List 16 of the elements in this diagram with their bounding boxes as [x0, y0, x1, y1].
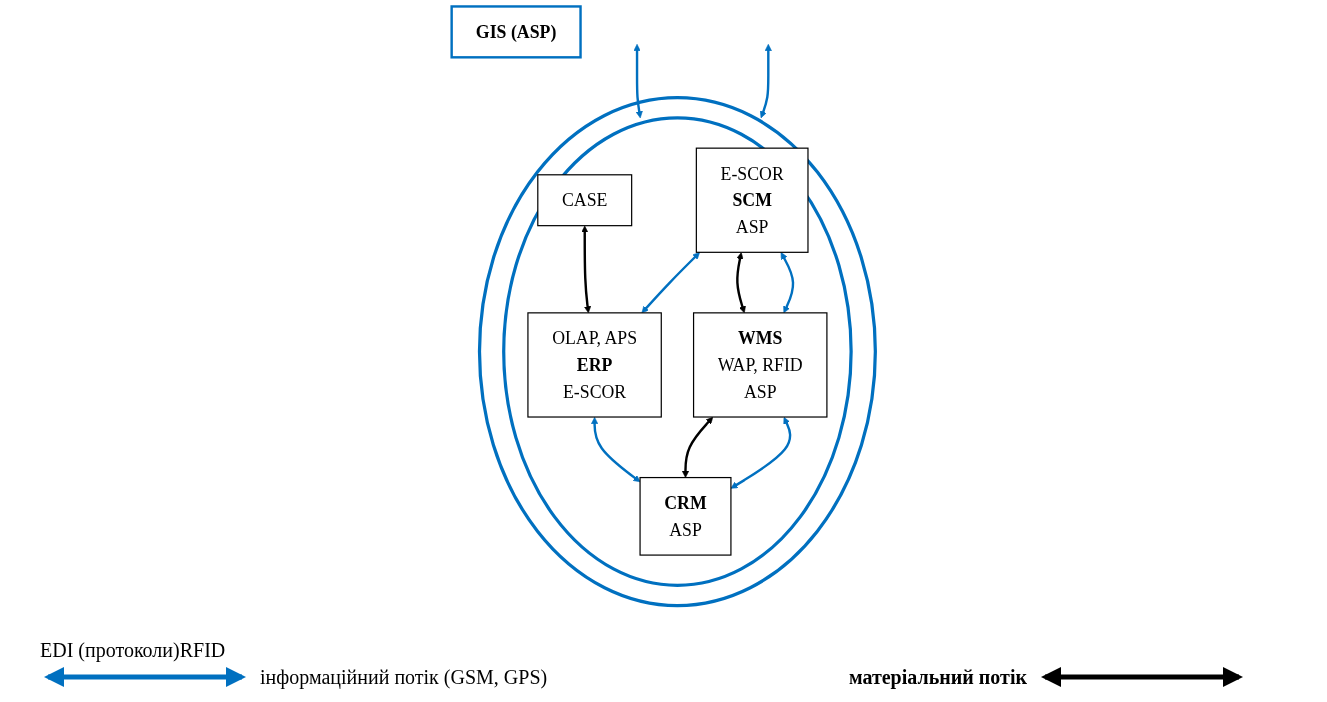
arrow [736, 252, 746, 314]
legend-text: матеріальний потік [848, 665, 1027, 689]
arrow [641, 252, 700, 314]
node-box: WMS WAP, RFID ASP [692, 312, 828, 418]
node-box: CASE [537, 174, 633, 227]
arrow [581, 225, 592, 314]
node-box: E-SCOR SCM ASP [695, 147, 809, 253]
node-box: OLAP, APS ERP E-SCOR [527, 312, 662, 418]
legend-text: інформаційний потік (GSM, GPS) [260, 665, 548, 689]
arrow [730, 417, 792, 489]
node-box: GIS (ASP) [450, 5, 582, 59]
arrow [591, 417, 641, 483]
arrow [780, 252, 795, 314]
note-text: EDI (протоколи)RFID [40, 639, 227, 662]
arrow [681, 416, 714, 478]
node-box: CRM ASP [639, 476, 732, 556]
